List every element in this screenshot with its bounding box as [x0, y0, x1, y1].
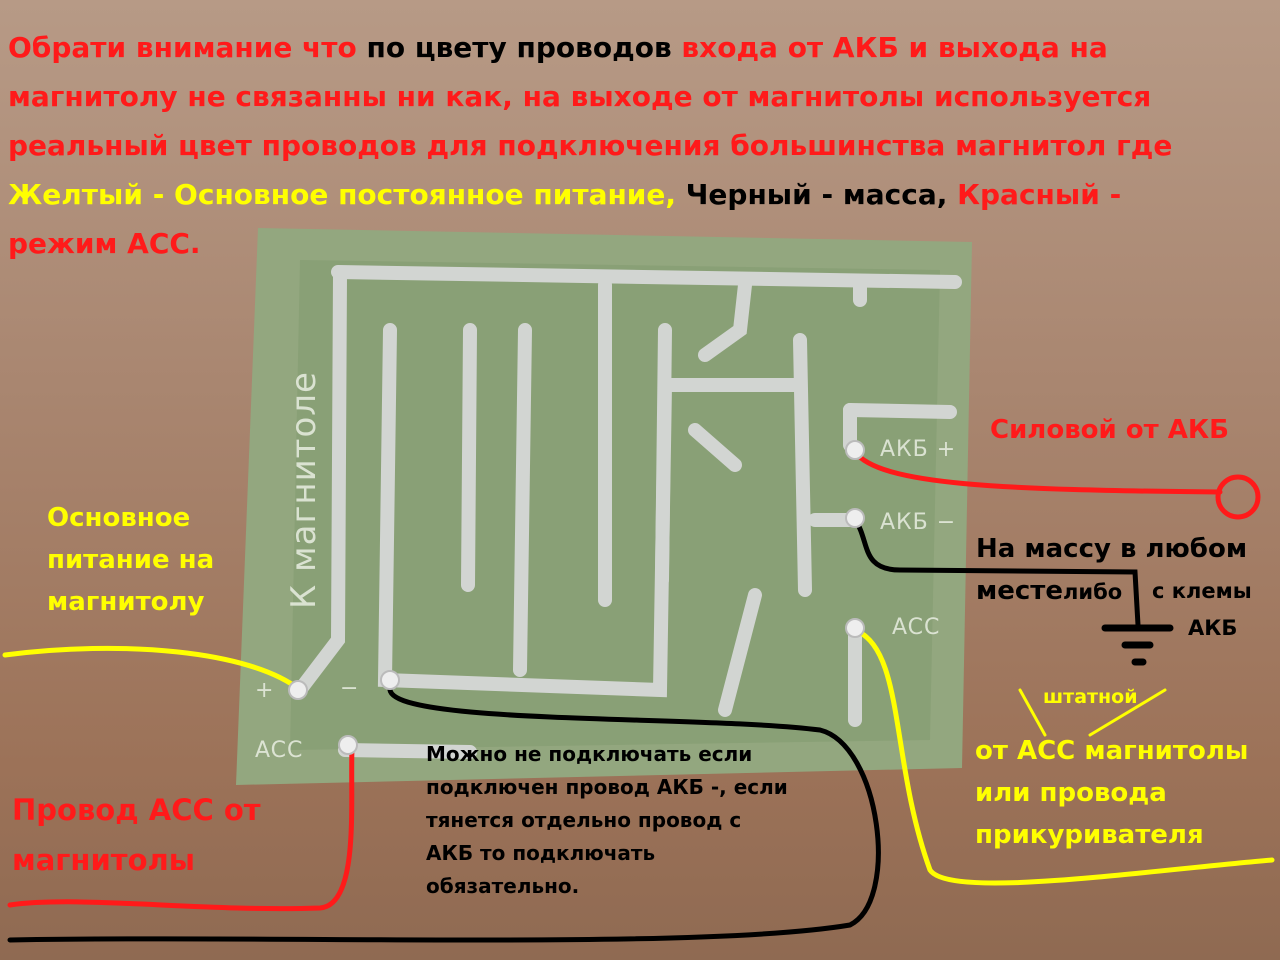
pcb-label-minus: − [340, 676, 360, 701]
black-wire-ground [852, 517, 1141, 628]
black-wire-minus [7, 687, 881, 943]
stock-arrows [1018, 688, 1167, 737]
red-wire-acc [7, 745, 355, 912]
label-acc-source: от АСС магнитолы или провода прикуривате… [975, 736, 1249, 850]
label-power-from-akb: Силовой от АКБ [990, 415, 1229, 445]
label-ground-2c: с клемы [1152, 579, 1252, 603]
label-ground-3: АКБ [1188, 616, 1238, 640]
yellow-wire-main [2, 645, 303, 693]
label-main-power: Основное питание на магнитолу [47, 503, 215, 617]
yellow-wire-acc [852, 627, 1275, 886]
header-line-2: магнитолу не связанны ни как, на выходе … [8, 80, 1152, 113]
header-line-5: режим АСС. [8, 227, 201, 260]
pcb-label-plus: + [255, 678, 275, 703]
red-wire-akb [852, 449, 1223, 495]
label-acc-wire: Провод АСС от магнитолы [12, 793, 261, 877]
pads [288, 440, 865, 755]
red-wire-loop [1215, 474, 1261, 520]
pcb-label-akb-plus: АКБ + [880, 437, 957, 462]
header-line-4: Желтый - Основное постоянное питание, Че… [8, 178, 1122, 211]
pcb-label-to-radio: К магнитоле [283, 371, 324, 609]
header-line-1: Обрати внимание что по цвету проводов вх… [8, 31, 1108, 64]
label-stock: штатной [1043, 686, 1138, 708]
copper-traces [293, 265, 962, 759]
label-ground-2: местелибо [976, 576, 1123, 606]
label-ground-1: На массу в любом [976, 534, 1248, 564]
header-line-3: реальный цвет проводов для подключения б… [8, 129, 1173, 162]
pcb-label-akb-minus: АКБ − [880, 510, 957, 535]
ground-symbol [1101, 624, 1174, 666]
label-ground-note: Можно не подключать если подключен прово… [426, 742, 788, 898]
pcb-label-acc-right: ACC [892, 615, 941, 640]
wires [2, 449, 1275, 943]
pcb-label-acc-left: ACC [255, 738, 304, 763]
